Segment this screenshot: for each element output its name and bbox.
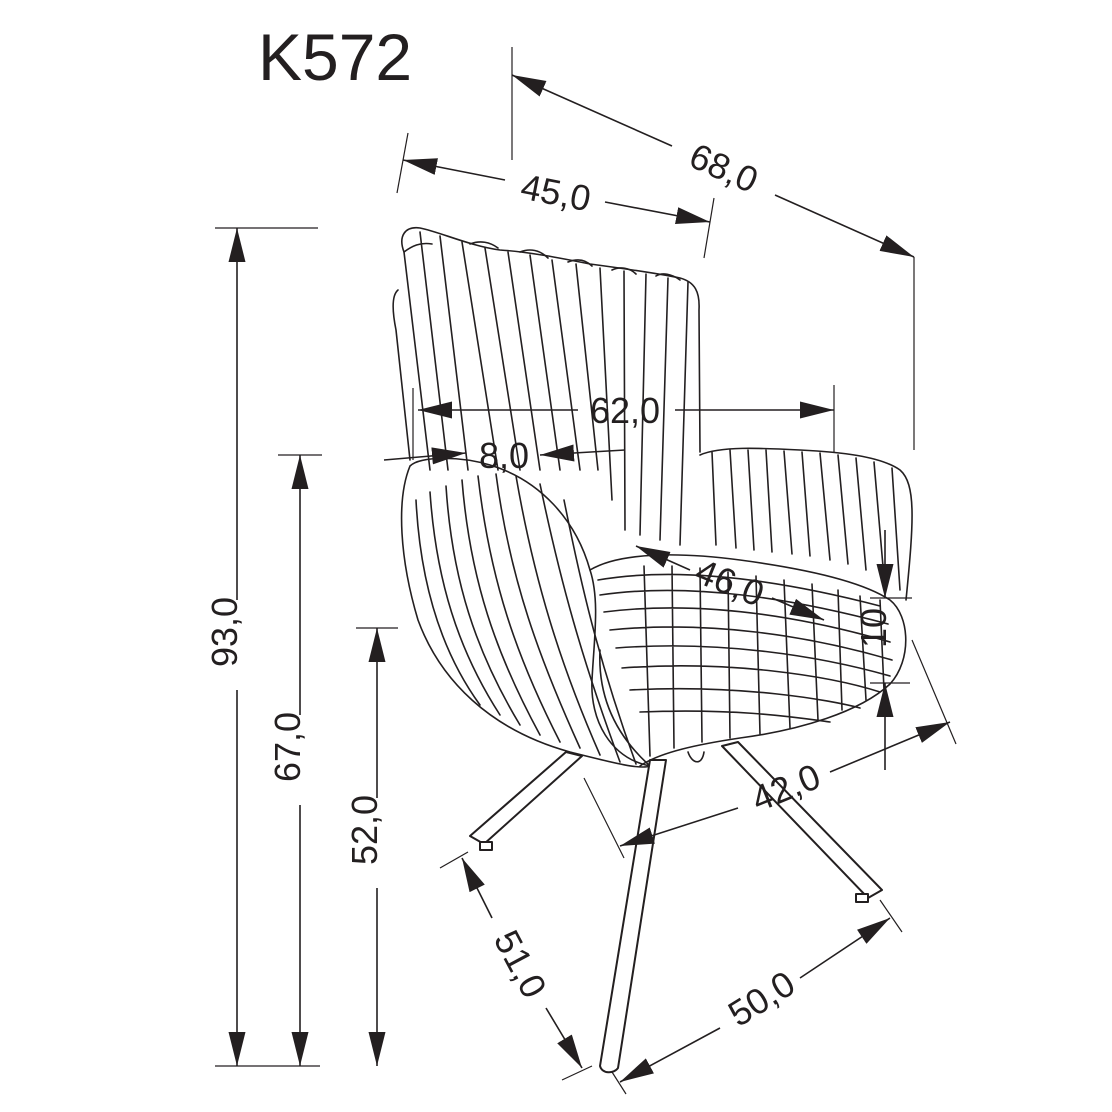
left-arm-channels [415,473,651,767]
dim-line-back-width [402,158,506,181]
right-arm-channels [711,449,901,591]
label-seat-depth: 46,0 [690,550,770,614]
left-arm-outline [400,457,651,768]
label-arm-width: 62,0 [590,390,660,431]
label-height-total: 93,0 [204,597,245,667]
label-back-width: 45,0 [518,166,595,220]
dim-line-base-width [619,1027,721,1083]
chair-illustration [392,227,913,1074]
dim-line-base-depth [545,1007,583,1069]
extension-line [703,197,715,259]
dim-line-base-width [799,917,891,979]
backrest-channels [403,231,689,546]
label-seat-height: 52,0 [344,795,385,865]
seat-cushion-outline [589,554,907,767]
dim-line-seat-width [619,807,739,847]
extension-line [583,777,625,859]
dim-line-depth-total [511,74,673,147]
extension-line [439,851,469,869]
seat-cushion-channels [597,565,893,757]
extension-line [611,1071,627,1095]
leg-back-left-foot [479,841,493,851]
dimension-lines: 68,0 45,0 62,0 8,0 46,0 10 42,0 [204,47,957,1095]
label-base-depth: 51,0 [486,923,555,1004]
leg-back-right [721,741,883,899]
dim-line-back-width [604,201,711,224]
dim-line-seat-depth [635,545,691,571]
swivel-base [687,751,705,763]
dim-line-arm-thickness [383,447,467,465]
backrest-outline [392,227,701,461]
dim-line-seat-depth [771,597,825,621]
model-title: K572 [258,20,412,94]
label-cushion-height: 10 [853,608,894,648]
label-arm-thickness: 8,0 [479,435,529,476]
extension-line [561,1065,593,1081]
leg-back-right-foot [855,893,869,903]
leg-back-left [469,751,583,845]
label-base-width: 50,0 [721,963,802,1035]
dim-line-depth-total [774,194,915,258]
dim-line-base-depth [461,857,493,919]
extension-line [396,132,409,194]
label-depth-total: 68,0 [683,135,764,201]
leg-front [599,759,667,1074]
dim-line-arm-thickness [539,444,626,462]
right-arm-outline [699,447,913,601]
dim-line-seat-width [829,721,951,773]
extension-line [879,899,903,933]
label-arm-height: 67,0 [267,712,308,782]
